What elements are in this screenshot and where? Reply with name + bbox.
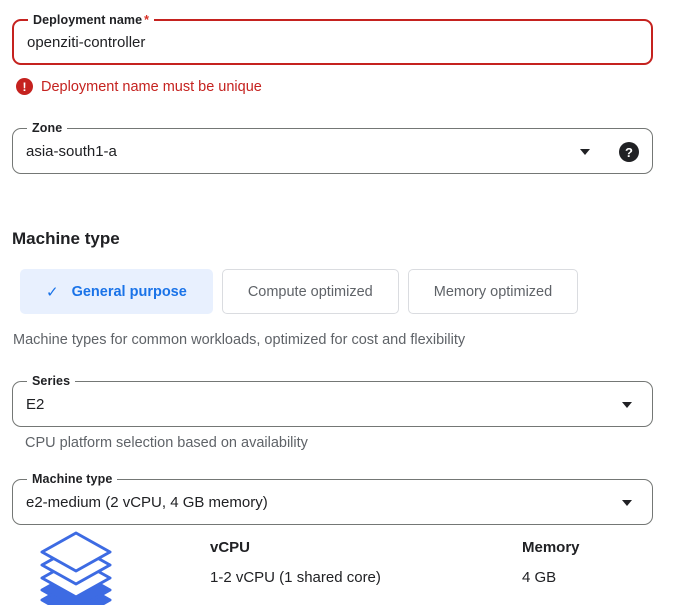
memory-header: Memory <box>522 539 580 556</box>
machine-type-heading: Machine type <box>12 229 120 248</box>
chevron-down-icon[interactable] <box>580 149 590 155</box>
deployment-name-input[interactable] <box>14 33 651 51</box>
vcpu-value: 1-2 vCPU (1 shared core) <box>210 569 381 586</box>
error-message: Deployment name must be unique <box>41 78 262 95</box>
machine-specs-row: vCPU 1-2 vCPU (1 shared core) Memory 4 G… <box>38 531 680 605</box>
error-message-row: ! Deployment name must be unique <box>16 78 680 95</box>
series-field[interactable]: Series E2 <box>12 373 653 427</box>
tab-compute-optimized[interactable]: Compute optimized <box>221 269 399 314</box>
zone-value: asia-south1-a <box>26 142 117 160</box>
machine-type-value: e2-medium (2 vCPU, 4 GB memory) <box>26 493 268 511</box>
chevron-down-icon[interactable] <box>622 500 632 506</box>
help-icon[interactable]: ? <box>619 142 639 162</box>
check-icon: ✓ <box>46 283 59 301</box>
tab-label: Memory optimized <box>433 283 553 300</box>
tab-general-purpose[interactable]: ✓ General purpose <box>20 269 213 314</box>
deployment-name-field[interactable]: Deployment name* <box>12 12 653 65</box>
machine-type-field[interactable]: Machine type e2-medium (2 vCPU, 4 GB mem… <box>12 471 653 525</box>
error-icon: ! <box>16 78 33 95</box>
series-value: E2 <box>26 395 45 413</box>
tab-memory-optimized[interactable]: Memory optimized <box>407 269 579 314</box>
tab-label: Compute optimized <box>247 283 373 300</box>
machine-type-label: Machine type <box>27 471 118 488</box>
zone-field[interactable]: Zone asia-south1-a ? <box>12 120 653 174</box>
required-asterisk: * <box>144 13 150 27</box>
vcpu-header: vCPU <box>210 539 251 556</box>
machine-family-tabs: ✓ General purpose Compute optimized Memo… <box>20 269 680 314</box>
zone-label: Zone <box>27 120 68 137</box>
machine-family-description: Machine types for common workloads, opti… <box>13 332 466 348</box>
deployment-name-label: Deployment name* <box>28 12 155 29</box>
series-label: Series <box>27 373 76 390</box>
tab-label: General purpose <box>71 283 187 300</box>
memory-column: Memory 4 GB <box>522 531 580 605</box>
memory-value: 4 GB <box>522 569 557 586</box>
vcpu-column: vCPU 1-2 vCPU (1 shared core) <box>210 531 522 605</box>
chevron-down-icon[interactable] <box>622 402 632 408</box>
layers-icon <box>38 531 114 605</box>
series-helper-text: CPU platform selection based on availabi… <box>25 435 308 451</box>
